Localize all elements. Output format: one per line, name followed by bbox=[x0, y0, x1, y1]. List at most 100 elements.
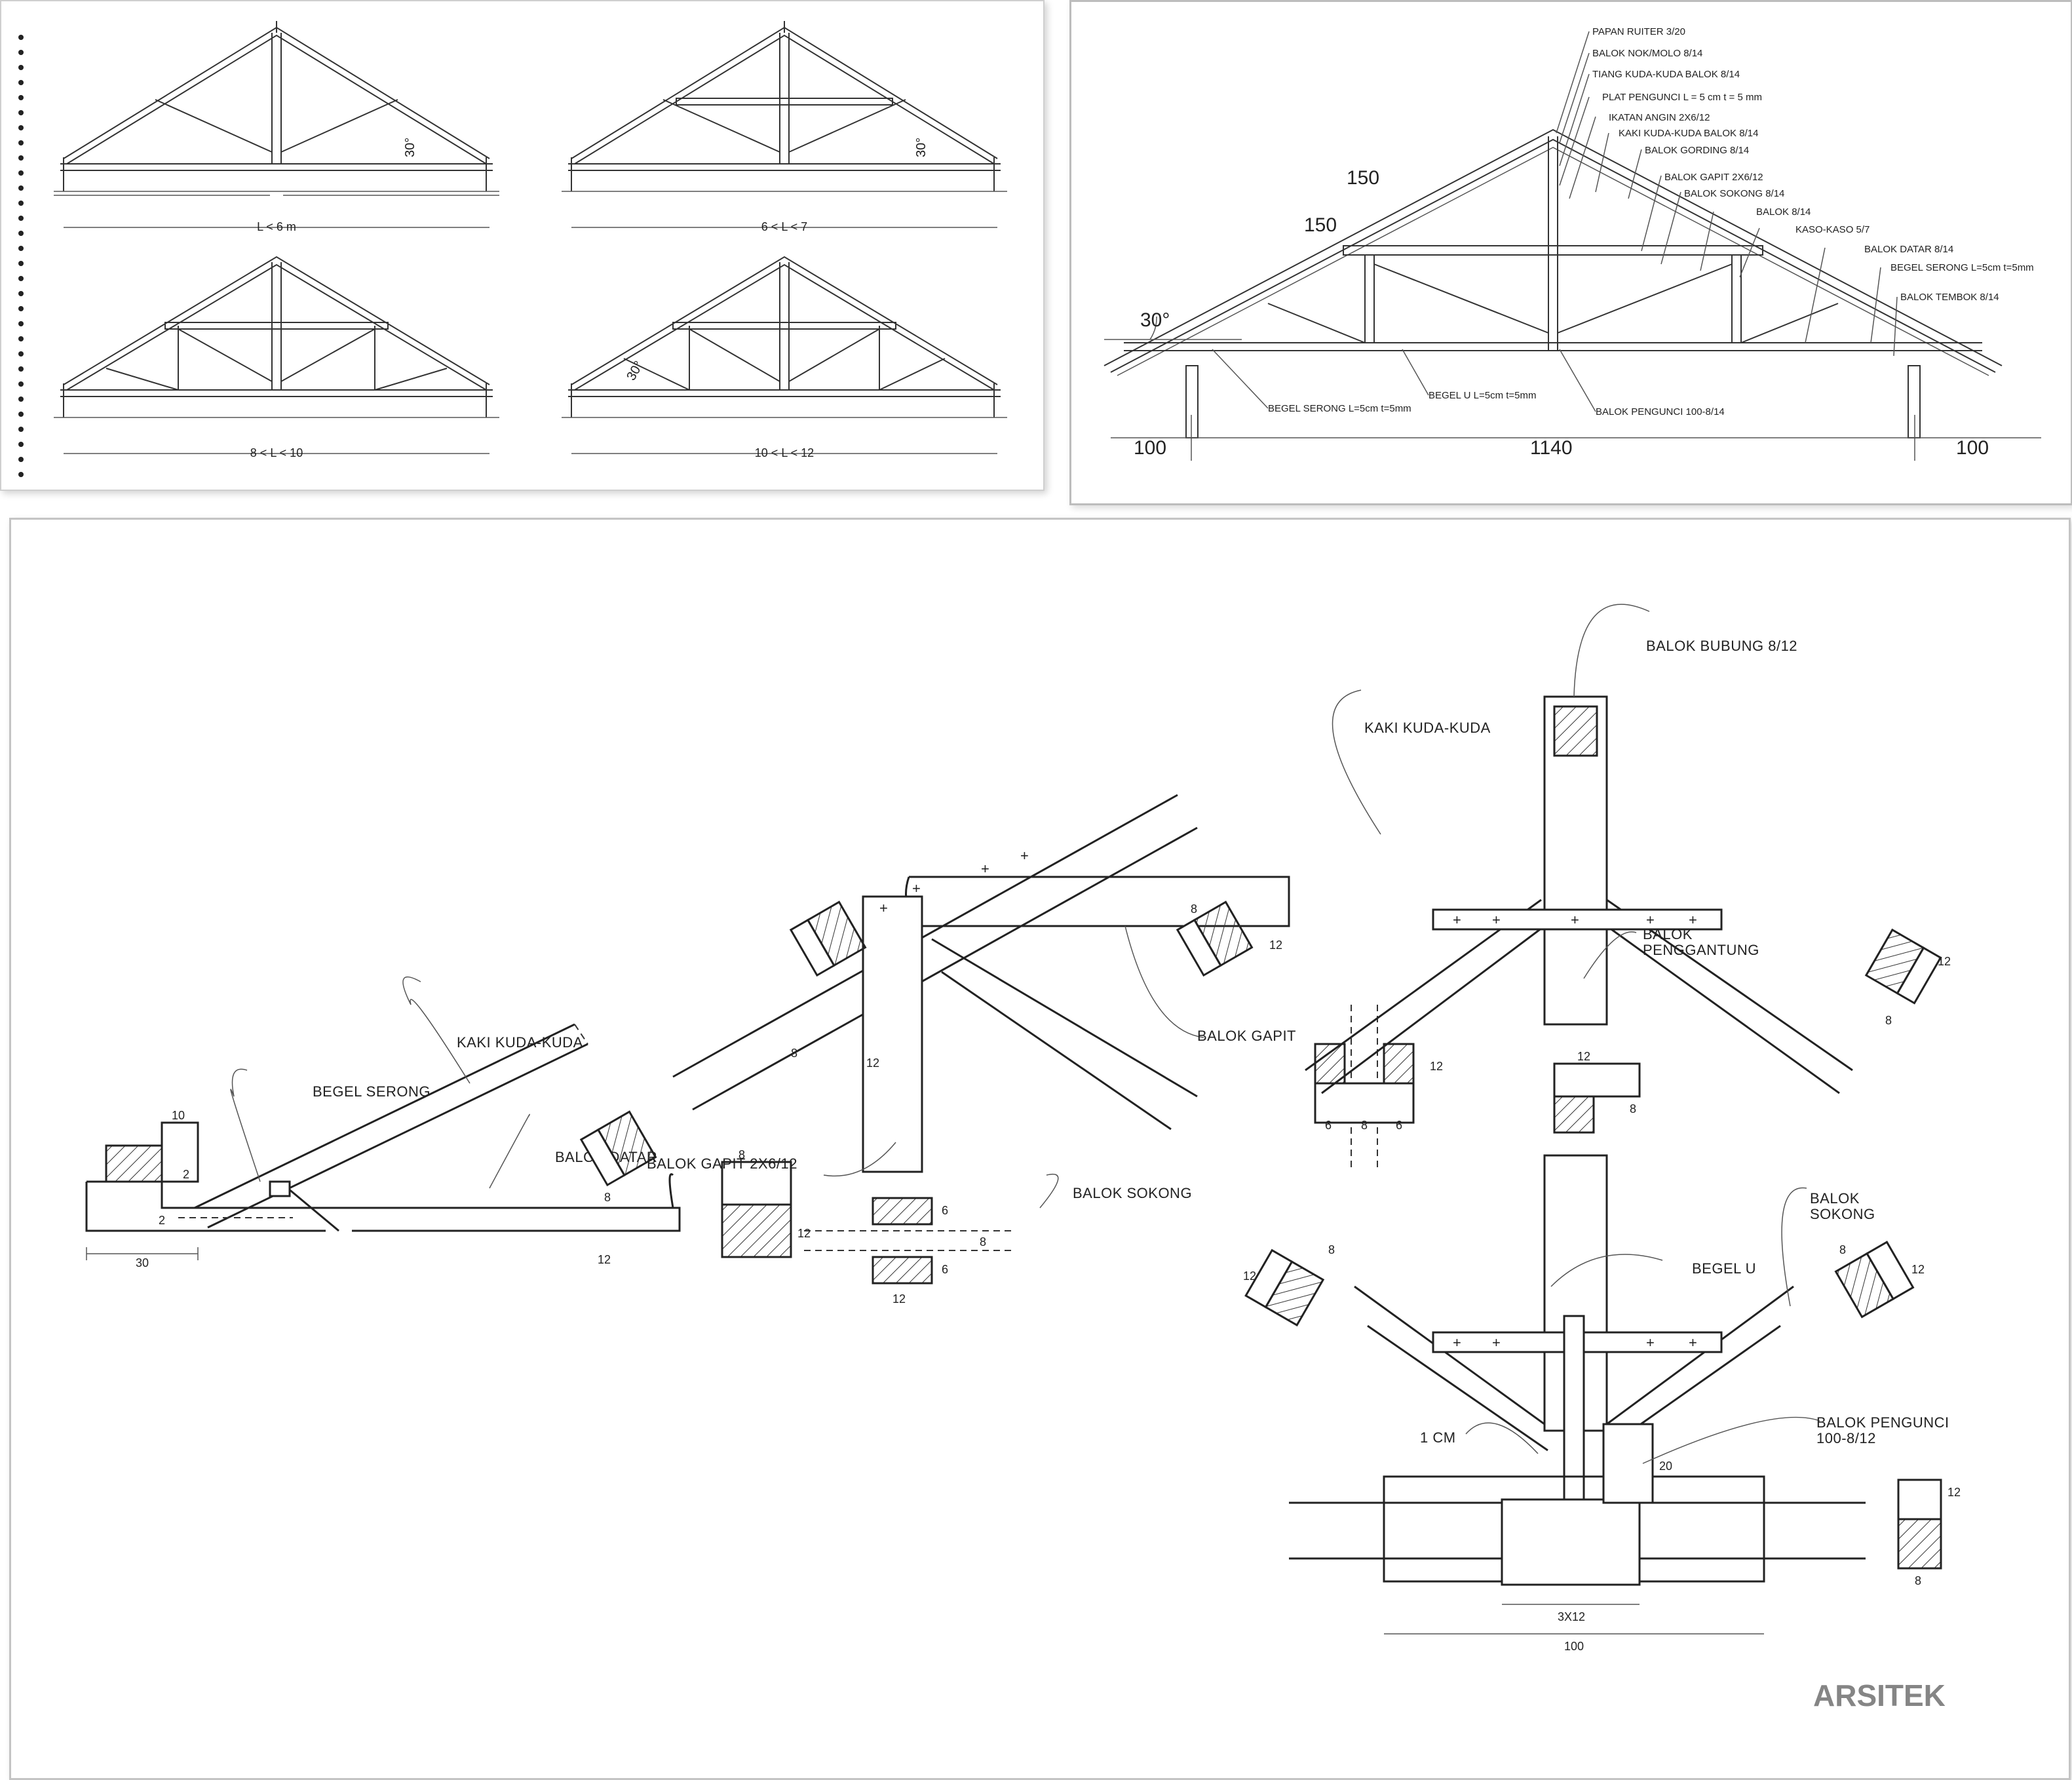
svg-text:+: + bbox=[1571, 912, 1579, 928]
svg-text:12: 12 bbox=[866, 1056, 879, 1070]
truss-elevation-panel: 30° 150 150 100 1140 100 PAPAN RUITER 3/… bbox=[1069, 0, 2072, 505]
svg-text:6: 6 bbox=[1325, 1119, 1332, 1132]
svg-text:BALOK NOK/MOLO 8/14: BALOK NOK/MOLO 8/14 bbox=[1592, 48, 1702, 59]
svg-text:BALOK 8/14: BALOK 8/14 bbox=[1756, 206, 1811, 218]
svg-text:8: 8 bbox=[1839, 1243, 1846, 1256]
span-label-4: 10 < L < 12 bbox=[755, 446, 814, 459]
svg-text:30°: 30° bbox=[624, 358, 646, 383]
svg-text:8: 8 bbox=[604, 1191, 611, 1204]
svg-text:6: 6 bbox=[942, 1263, 948, 1276]
truss-types-drawing: 30° L < 6 m 30° 6 < L < 7 bbox=[18, 21, 1007, 477]
joint-details-panel: 10 2 2 30 8 12 KAKI KUDA-KUDA BEGEL SERO… bbox=[9, 518, 2071, 1780]
truss-types-panel: 30° L < 6 m 30° 6 < L < 7 bbox=[0, 0, 1045, 491]
dim-left-100: 100 bbox=[1134, 437, 1166, 459]
svg-text:BALOK TEMBOK 8/14: BALOK TEMBOK 8/14 bbox=[1900, 292, 1999, 303]
svg-text:8: 8 bbox=[1630, 1102, 1636, 1115]
dim-right-100: 100 bbox=[1956, 437, 1989, 459]
strut-joint-detail: ++ ++ 6 8 6 12 8 12 bbox=[579, 794, 1443, 1306]
svg-text:BEGEL U: BEGEL U bbox=[1692, 1260, 1756, 1277]
svg-text:2: 2 bbox=[159, 1214, 165, 1227]
svg-text:BEGEL SERONG: BEGEL SERONG bbox=[313, 1083, 431, 1100]
svg-text:+: + bbox=[1689, 912, 1697, 928]
dim-150-lower: 150 bbox=[1304, 214, 1337, 236]
svg-text:BALOK SOKONG 8/14: BALOK SOKONG 8/14 bbox=[1684, 188, 1784, 199]
svg-text:BALOK DATAR 8/14: BALOK DATAR 8/14 bbox=[1864, 244, 1953, 255]
svg-text:12: 12 bbox=[1911, 1263, 1925, 1276]
bottom-labels: BEGEL SERONG L=5cm t=5mm BEGEL U L=5cm t… bbox=[1212, 349, 1725, 417]
svg-text:12: 12 bbox=[797, 1227, 811, 1240]
svg-text:BALOK GAPIT: BALOK GAPIT bbox=[1197, 1028, 1296, 1044]
svg-text:+: + bbox=[1492, 1334, 1501, 1351]
svg-text:BALOK PENGUNCI 100-8/14: BALOK PENGUNCI 100-8/14 bbox=[1596, 406, 1725, 417]
apex-joint-detail: + + + + + 8 12 12 8 bbox=[1305, 695, 1951, 1134]
tie-beam-joint-detail: ++ +++ 3X12 100 20 12 8 12 8 bbox=[1243, 1154, 1961, 1653]
svg-text:+: + bbox=[1646, 912, 1655, 928]
svg-text:BALOK GAPIT 2X6/12: BALOK GAPIT 2X6/12 bbox=[1664, 172, 1763, 183]
span-label-1: L < 6 m bbox=[257, 220, 296, 233]
svg-text:10: 10 bbox=[172, 1109, 185, 1122]
svg-text:BALOK BUBUNG 8/12: BALOK BUBUNG 8/12 bbox=[1646, 638, 1797, 654]
svg-text:BEGEL U L=5cm t=5mm: BEGEL U L=5cm t=5mm bbox=[1429, 390, 1537, 401]
truss-l-6-to-7: 30° bbox=[562, 21, 1007, 192]
dim-1140: 1140 bbox=[1530, 437, 1573, 459]
callout-leaders bbox=[1556, 31, 1898, 357]
svg-text:12: 12 bbox=[598, 1253, 611, 1266]
svg-text:+: + bbox=[1492, 912, 1501, 928]
svg-text:BEGEL SERONG L=5cm t=5mm: BEGEL SERONG L=5cm t=5mm bbox=[1890, 262, 2034, 273]
svg-text:2: 2 bbox=[183, 1168, 189, 1181]
heel-joint-detail: 10 2 2 30 8 12 bbox=[85, 1023, 811, 1269]
truss-l-10-to-12: 30° bbox=[562, 256, 1007, 418]
svg-text:12: 12 bbox=[1430, 1060, 1443, 1073]
truss-l-under-6: 30° bbox=[54, 21, 499, 196]
svg-text:KAKI KUDA-KUDA: KAKI KUDA-KUDA bbox=[1364, 720, 1491, 736]
svg-text:+: + bbox=[1646, 1334, 1655, 1351]
svg-text:BALOK SOKONG: BALOK SOKONG bbox=[1073, 1185, 1192, 1201]
joint-details-drawing: 10 2 2 30 8 12 KAKI KUDA-KUDA BEGEL SERO… bbox=[85, 604, 1961, 1712]
strut-labels: BALOK GAPIT BALOK GAPIT 2X6/12 BALOK SOK… bbox=[647, 925, 1296, 1209]
svg-text:8: 8 bbox=[1885, 1014, 1892, 1027]
svg-text:8: 8 bbox=[1915, 1574, 1921, 1587]
truss-l-8-to-10 bbox=[54, 256, 499, 418]
svg-text:8: 8 bbox=[980, 1235, 986, 1248]
svg-text:BALOK GAPIT 2X6/12: BALOK GAPIT 2X6/12 bbox=[647, 1155, 797, 1172]
svg-text:+: + bbox=[1453, 912, 1461, 928]
svg-text:6: 6 bbox=[1396, 1119, 1402, 1132]
svg-text:12: 12 bbox=[1947, 1486, 1961, 1499]
svg-text:+: + bbox=[912, 880, 921, 897]
svg-text:+: + bbox=[1020, 847, 1029, 864]
svg-text:PAPAN RUITER 3/20: PAPAN RUITER 3/20 bbox=[1592, 26, 1685, 37]
svg-text:8: 8 bbox=[1328, 1243, 1335, 1256]
svg-text:KASO-KASO 5/7: KASO-KASO 5/7 bbox=[1795, 224, 1870, 235]
roof-angle-label: 30° bbox=[1140, 309, 1170, 331]
dim-150-upper: 150 bbox=[1347, 167, 1379, 189]
svg-text:6: 6 bbox=[942, 1204, 948, 1217]
svg-text:12: 12 bbox=[1269, 938, 1282, 952]
svg-text:PLAT PENGUNCI L = 5 cm t = 5 m: PLAT PENGUNCI L = 5 cm t = 5 mm bbox=[1602, 92, 1762, 103]
heel-labels: KAKI KUDA-KUDA BEGEL SERONG BALOK DATAR bbox=[230, 976, 657, 1189]
binder-dots bbox=[18, 35, 24, 477]
svg-text:KAKI KUDA-KUDA: KAKI KUDA-KUDA bbox=[457, 1034, 583, 1051]
truss-elevation-drawing: 30° 150 150 100 1140 100 PAPAN RUITER 3/… bbox=[1103, 26, 2041, 461]
svg-text:8: 8 bbox=[1191, 902, 1197, 916]
svg-text:KAKI KUDA-KUDA BALOK 8/14: KAKI KUDA-KUDA BALOK 8/14 bbox=[1619, 128, 1758, 139]
svg-text:12: 12 bbox=[1577, 1050, 1590, 1063]
svg-text:20: 20 bbox=[1659, 1460, 1672, 1473]
svg-text:1 CM: 1 CM bbox=[1420, 1429, 1456, 1446]
svg-text:8: 8 bbox=[1361, 1119, 1368, 1132]
svg-text:30°: 30° bbox=[403, 138, 417, 157]
span-label-3: 8 < L < 10 bbox=[250, 446, 303, 459]
svg-text:+: + bbox=[981, 861, 989, 877]
svg-text:+: + bbox=[1453, 1334, 1461, 1351]
svg-text:100: 100 bbox=[1564, 1640, 1584, 1653]
svg-text:30°: 30° bbox=[914, 138, 929, 157]
svg-text:12: 12 bbox=[892, 1292, 906, 1306]
callout-labels: PAPAN RUITER 3/20 BALOK NOK/MOLO 8/14 TI… bbox=[1592, 26, 2034, 303]
svg-text:BALOK GORDING 8/14: BALOK GORDING 8/14 bbox=[1645, 145, 1749, 156]
svg-text:12: 12 bbox=[1938, 955, 1951, 968]
svg-text:3X12: 3X12 bbox=[1558, 1610, 1585, 1623]
